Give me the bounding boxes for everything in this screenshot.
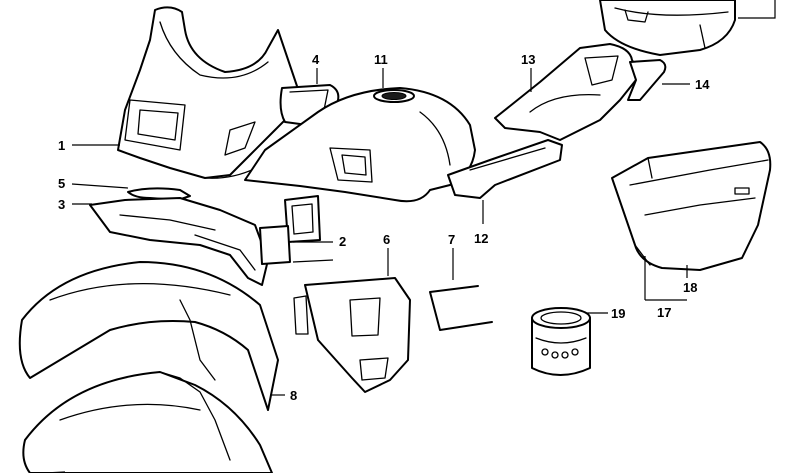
callout-4: 4 <box>312 52 320 67</box>
callout-19: 19 <box>611 306 625 321</box>
callout-3: 3 <box>58 197 65 212</box>
cable-part <box>127 187 191 201</box>
case-part <box>611 141 772 271</box>
callout-2: 2 <box>339 234 346 249</box>
callout-8: 8 <box>290 388 297 403</box>
callout-14: 14 <box>695 77 710 92</box>
grab-handle-part <box>627 59 667 101</box>
callout-11: 11 <box>374 52 388 67</box>
bracket-part <box>89 197 269 286</box>
callout-13: 13 <box>521 52 535 67</box>
callout-17: 17 <box>657 305 671 320</box>
leader-lines <box>44 68 690 473</box>
top-right-case-part <box>599 0 776 56</box>
clip-part <box>429 285 493 331</box>
side-trim-part <box>447 139 563 199</box>
fuel-tank-part <box>244 87 476 203</box>
tail-section-part <box>494 43 641 141</box>
front-fender-part <box>18 261 279 411</box>
frame-part <box>259 195 321 265</box>
callout-7: 7 <box>448 232 455 247</box>
front-fender-lower-part <box>22 371 273 473</box>
callout-5: 5 <box>58 176 65 191</box>
paint-can-part <box>531 307 591 376</box>
callout-6: 6 <box>383 232 390 247</box>
cover-panel-part <box>293 277 411 393</box>
callout-1: 1 <box>58 138 65 153</box>
fairing-part <box>117 6 301 179</box>
callout-12: 12 <box>474 231 488 246</box>
callout-18: 18 <box>683 280 697 295</box>
